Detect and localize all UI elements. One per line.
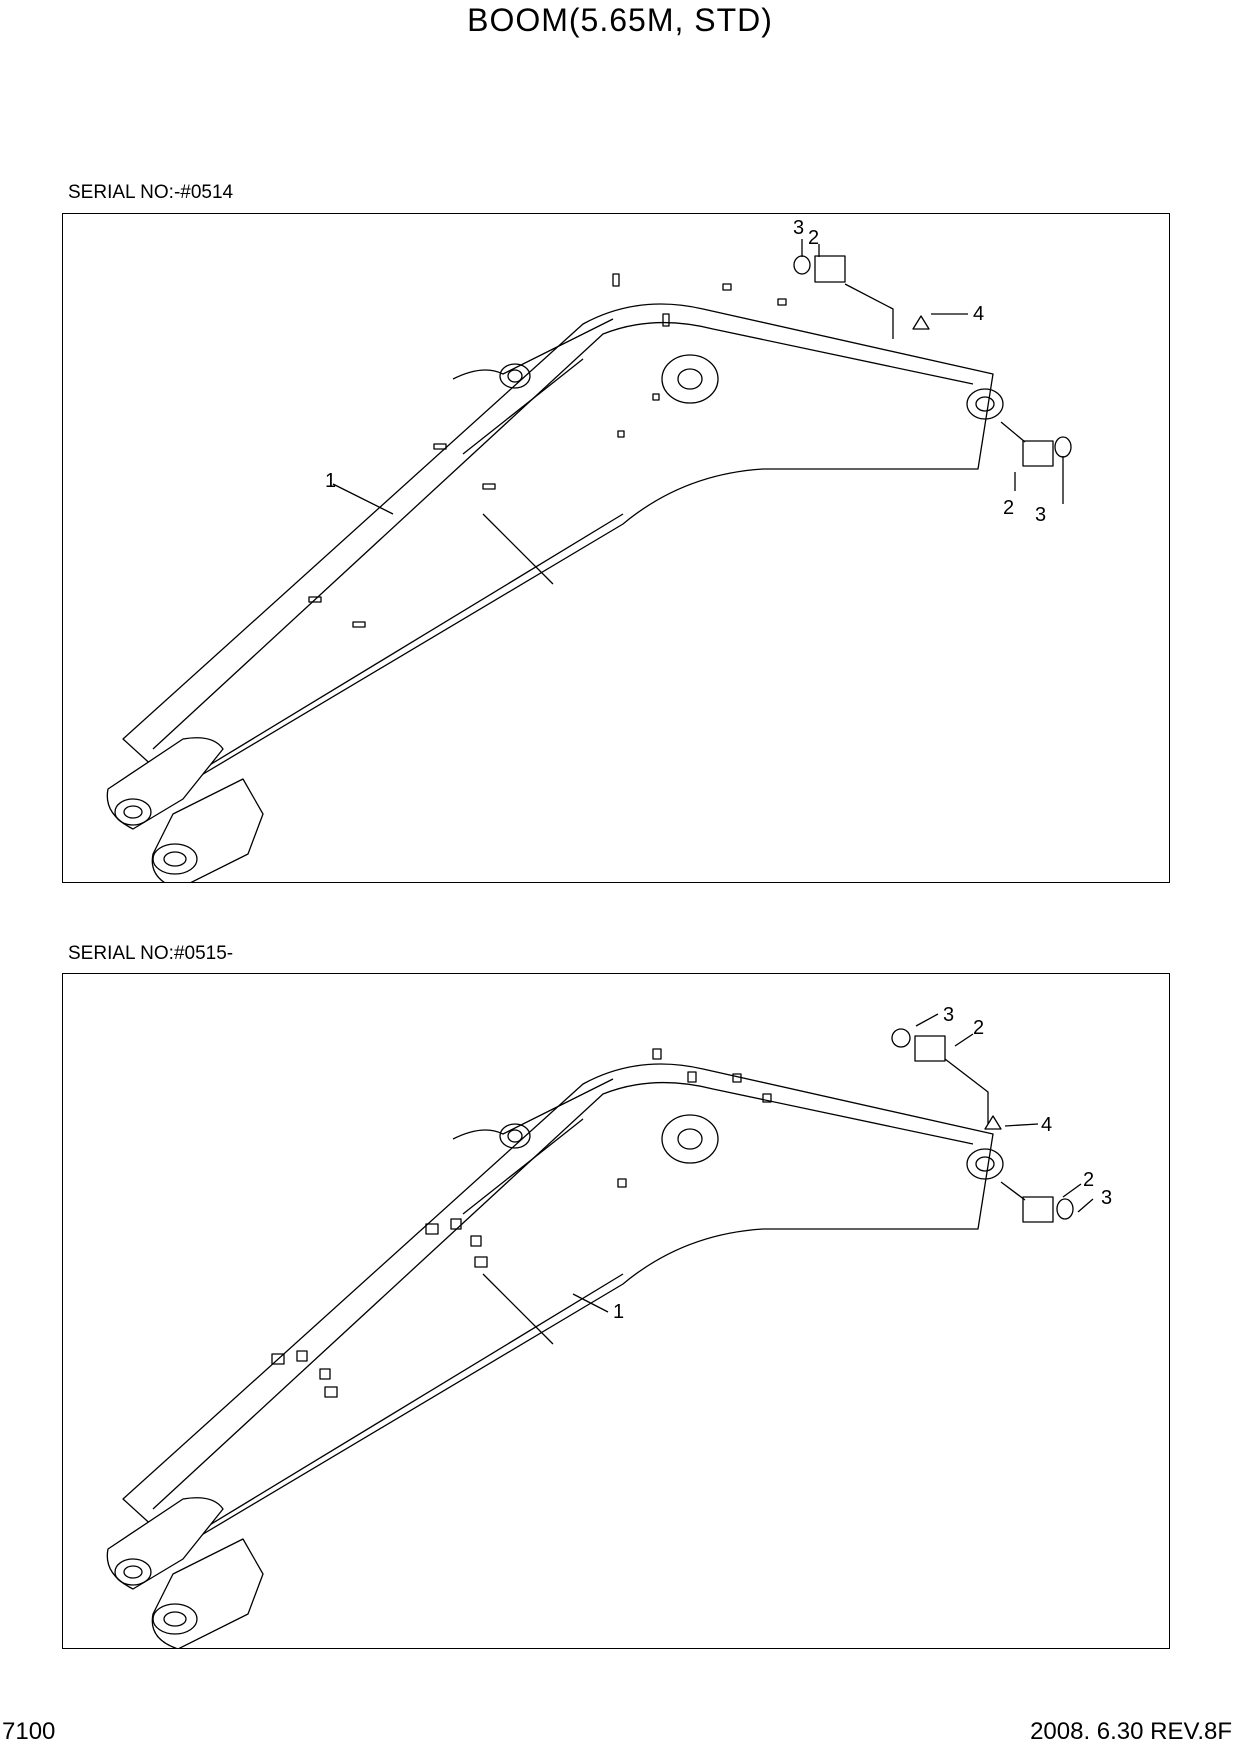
ring-part3-top [891,1028,911,1048]
ring-part3-top [793,255,811,275]
callout-part-3-upper: 3 [943,1004,954,1026]
callout-part-1: 1 [613,1301,624,1323]
callout-part-4: 4 [973,303,984,325]
page-title: BOOM(5.65M, STD) [467,2,773,38]
diagram-panel-top: 1 2 3 4 2 3 [62,213,1170,883]
bushing-part2-bottom [1022,440,1054,467]
boom-body [122,303,994,790]
revision-label: 2008. 6.30 REV.8F [1030,1718,1232,1745]
callout-part-2-upper: 2 [973,1017,984,1039]
bushing-part2-bottom [1022,1196,1054,1223]
bushing-part2-top [914,1035,946,1062]
boom-drawing-bottom: 1 2 3 4 2 3 [106,1004,1112,1648]
callout-part-2-lower: 2 [1083,1169,1094,1191]
grease-nipple-part4 [984,1115,1002,1130]
boom-drawing-top: 1 2 3 4 2 3 [106,217,1072,882]
callout-part-3-lower: 3 [1035,504,1046,526]
callout-part-2-lower: 2 [1003,497,1014,519]
callout-part-1: 1 [325,470,336,492]
callout-part-2-upper: 2 [808,227,819,249]
ring-part3-bottom [1056,1198,1074,1220]
callout-part-3-lower: 3 [1101,1187,1112,1209]
diagram-panel-bottom: 1 2 3 4 2 3 [62,973,1170,1649]
grease-nipple-part4 [912,315,930,330]
boom-body [122,1063,994,1550]
callout-part-4: 4 [1041,1114,1052,1136]
bushing-part2-top [814,255,846,283]
page-number: 7100 [2,1718,56,1745]
ring-part3-bottom [1054,436,1072,458]
serial-label-top: SERIAL NO:-#0514 [68,182,234,203]
serial-label-bottom: SERIAL NO:#0515- [68,943,234,964]
callout-part-3-upper: 3 [793,217,804,239]
